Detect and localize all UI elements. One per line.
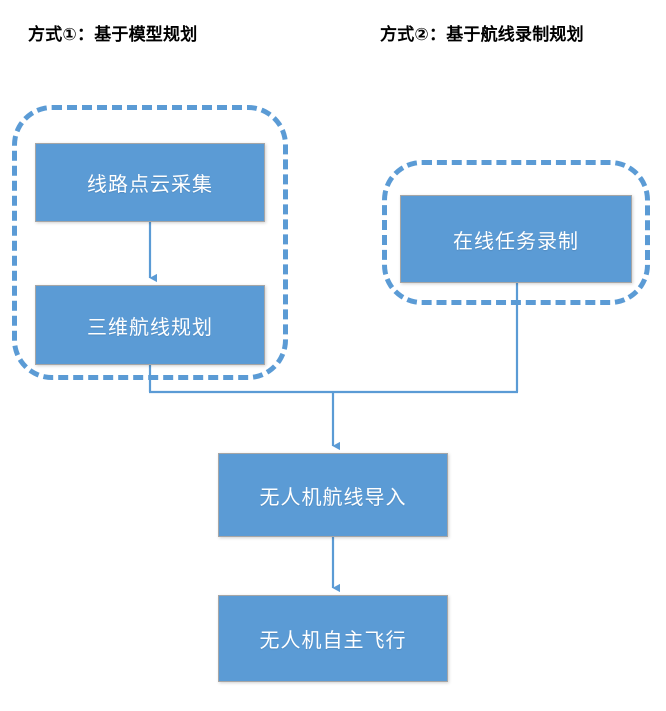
node-label: 线路点云采集 <box>87 174 213 196</box>
node-online-task-recording[interactable]: 在线任务录制 <box>400 195 632 283</box>
node-label: 在线任务录制 <box>453 230 579 253</box>
group-title-method-1: 方式①：基于模型规划 <box>28 25 198 44</box>
node-label: 无人机航线导入 <box>259 486 407 509</box>
node-label: 三维航线规划 <box>87 316 213 339</box>
node-uav-route-import[interactable]: 无人机航线导入 <box>218 453 448 537</box>
node-3d-route-planning[interactable]: 三维航线规划 <box>35 285 265 365</box>
node-label: 无人机自主飞行 <box>259 630 407 652</box>
node-pointcloud-collection[interactable]: 线路点云采集 <box>35 143 265 222</box>
node-uav-autonomous-flight[interactable]: 无人机自主飞行 <box>218 595 448 682</box>
group-title-method-2: 方式②：基于航线录制规划 <box>380 25 584 44</box>
